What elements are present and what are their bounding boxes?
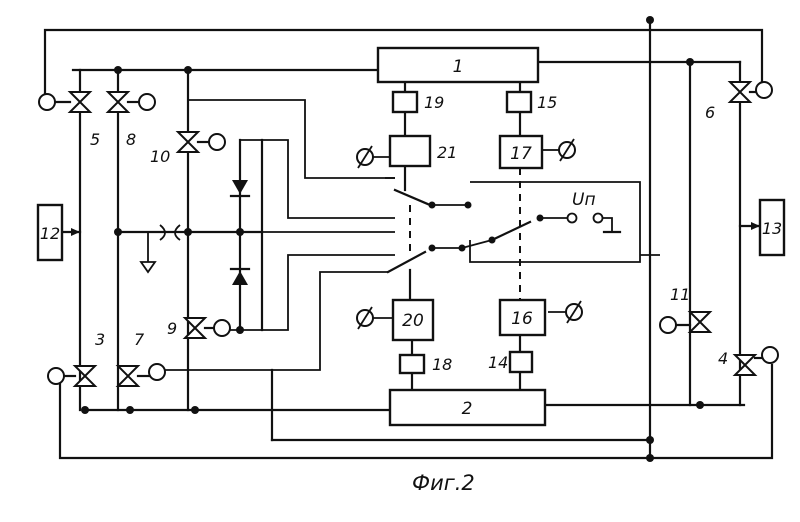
- valve-6: [730, 82, 750, 102]
- arrow-13: [751, 222, 760, 230]
- block-18: [400, 355, 424, 373]
- block-14: [510, 352, 532, 372]
- junction-dot: [696, 401, 704, 409]
- valve-7-actuator: [149, 364, 165, 380]
- supply-terminal-2: [594, 214, 603, 223]
- junction-dot: [646, 16, 654, 24]
- junction-dot: [686, 58, 694, 66]
- arrow-12: [71, 228, 80, 236]
- wire-to-switch-bottom: [150, 272, 388, 370]
- junction-dot: [184, 228, 192, 236]
- valve-9-actuator: [214, 320, 230, 336]
- block-18-label: 18: [432, 355, 452, 374]
- valve-10-actuator: [209, 134, 225, 150]
- figure-caption: Фиг.2: [412, 471, 475, 495]
- valve-11-label: 11: [670, 285, 690, 304]
- junction-dot: [646, 436, 654, 444]
- supply-ground-lead: [603, 218, 612, 232]
- junction-dot: [126, 406, 134, 414]
- valve-11-actuator: [660, 317, 676, 333]
- junction-dot: [236, 228, 244, 236]
- valve-8-label: 8: [126, 130, 136, 149]
- block-21-label: 21: [437, 143, 457, 162]
- valve-3-actuator: [48, 368, 64, 384]
- valve-8-actuator: [139, 94, 155, 110]
- junction-dot: [81, 406, 89, 414]
- block-16-label: 16: [511, 309, 533, 329]
- block-12-label: 12: [40, 224, 60, 243]
- block-19-label: 19: [424, 93, 444, 112]
- valve-3: [75, 366, 95, 386]
- valve-7-label: 7: [134, 330, 145, 349]
- valve-4-actuator: [762, 347, 778, 363]
- supply-voltage-label: Uп: [572, 190, 596, 210]
- valve-4-label: 4: [718, 349, 728, 368]
- diode-upper: [232, 180, 248, 194]
- block-20-label: 20: [402, 311, 424, 331]
- block-14-label: 14: [488, 353, 508, 372]
- valve-6-actuator: [756, 82, 772, 98]
- ground-symbol: [141, 262, 155, 272]
- switch-lower-to-middle: [462, 240, 492, 248]
- adjust-indicators: [357, 139, 582, 329]
- valve-5: [70, 92, 90, 112]
- valve-6-label: 6: [705, 103, 715, 122]
- valve-4: [735, 355, 755, 375]
- valve-8: [108, 92, 128, 112]
- block-15: [507, 92, 531, 112]
- block-19: [393, 92, 417, 112]
- diode-lower: [232, 271, 248, 285]
- valve-5-label: 5: [90, 130, 100, 149]
- block-21: [390, 136, 430, 166]
- valve-10: [178, 132, 198, 152]
- block-1-label: 1: [453, 57, 464, 77]
- block-2-label: 2: [462, 399, 473, 419]
- valve-11: [690, 312, 710, 332]
- supply-terminal-1: [568, 214, 577, 223]
- junction-dot: [114, 66, 122, 74]
- block-13-label: 13: [762, 219, 782, 238]
- junction-dot: [184, 66, 192, 74]
- valve-10-label: 10: [150, 147, 170, 166]
- block-17-label: 17: [510, 144, 532, 164]
- junction-dot: [191, 406, 199, 414]
- switch-middle-blade: [492, 222, 530, 240]
- switch-upper-blade: [395, 190, 430, 205]
- junction-dot: [236, 326, 244, 334]
- valve-9-label: 9: [167, 319, 177, 338]
- junction-dot: [114, 228, 122, 236]
- valve-5-actuator: [39, 94, 55, 110]
- junction-dot: [646, 454, 654, 462]
- switch-frame: [470, 182, 640, 262]
- valve-3-label: 3: [95, 330, 105, 349]
- valve-7: [118, 366, 138, 386]
- block-15-label: 15: [537, 93, 557, 112]
